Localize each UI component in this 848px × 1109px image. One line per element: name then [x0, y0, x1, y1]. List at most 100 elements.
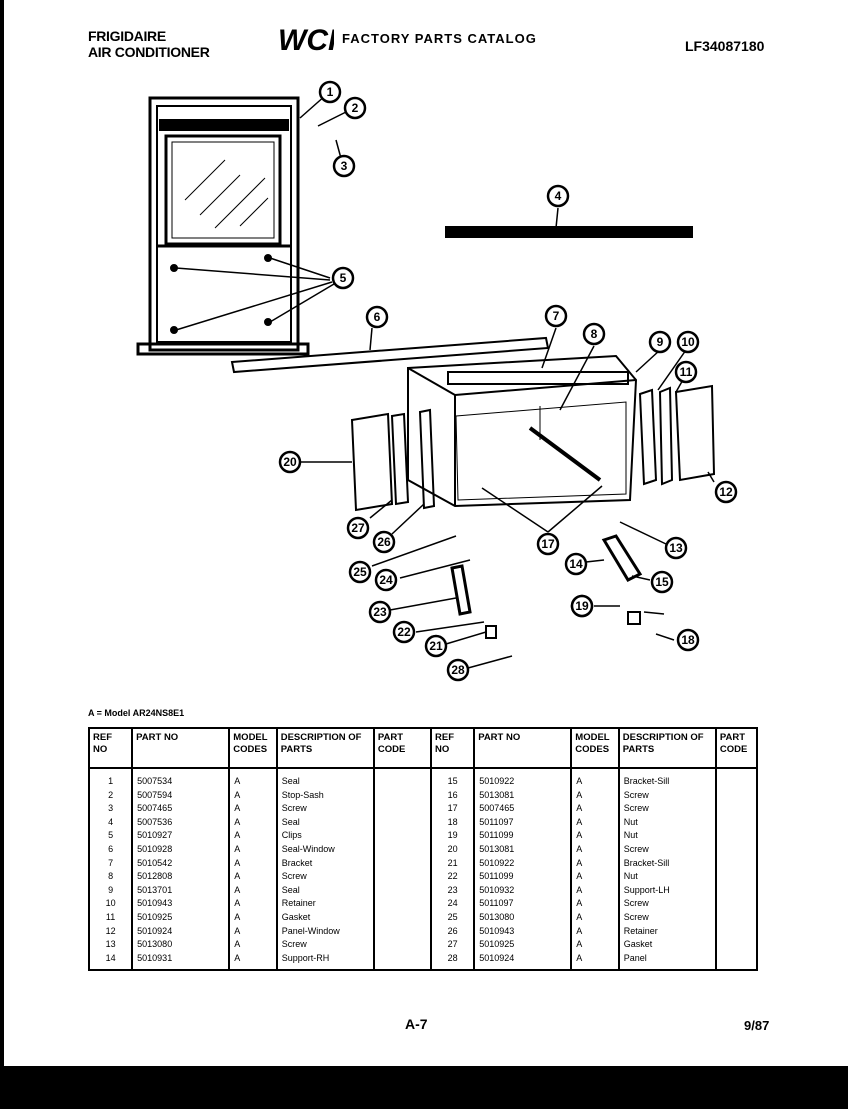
cell-ref: 17 [430, 802, 476, 816]
col-header-code: PART CODE [372, 727, 433, 769]
cell-part: 5007465 [473, 802, 573, 816]
cell-desc: Nut [617, 829, 717, 843]
cell-ref: 21 [430, 856, 476, 871]
cell-desc: Seal-Window [275, 842, 375, 857]
cell-desc: Retainer [275, 897, 375, 911]
svg-text:20: 20 [283, 455, 297, 469]
cell-model: A [228, 842, 278, 857]
callout-7: 7 [544, 304, 568, 328]
callout-2: 2 [343, 96, 367, 120]
cell-model: A [228, 768, 278, 789]
logo-text: WCI [278, 24, 334, 54]
cell-ref: 6 [87, 842, 134, 857]
product-type: AIR CONDITIONER [88, 44, 210, 60]
cell-model: A [570, 856, 620, 871]
cell-ref: 16 [430, 788, 476, 803]
cell-code [714, 768, 759, 789]
cell-model: A [570, 802, 620, 816]
svg-text:26: 26 [377, 535, 391, 549]
cell-model: A [228, 951, 278, 971]
cell-model: A [228, 815, 278, 830]
seal-bar-drawing [445, 226, 693, 238]
cell-ref: 20 [430, 842, 476, 857]
cell-code [714, 897, 759, 911]
cell-part: 5013080 [131, 938, 231, 952]
cell-part: 5010943 [473, 924, 573, 939]
cell-part: 5011097 [473, 815, 573, 830]
svg-text:28: 28 [451, 663, 465, 677]
cell-model: A [228, 856, 278, 871]
svg-text:25: 25 [353, 565, 367, 579]
window-seal-drawing [230, 336, 550, 374]
callout-26: 26 [372, 530, 396, 554]
cell-code [714, 870, 759, 884]
cell-ref: 18 [430, 815, 476, 830]
cell-code [372, 870, 433, 884]
cell-code [714, 924, 759, 939]
parts-table: REF NO PART NO MODEL CODES DESCRIPTION O… [87, 727, 759, 971]
support-rh-drawing [601, 534, 643, 582]
cell-ref: 27 [430, 938, 476, 952]
cell-code [714, 856, 759, 871]
cell-desc: Nut [617, 815, 717, 830]
cell-ref: 14 [87, 951, 134, 971]
right-panel-drawing [674, 384, 716, 482]
cell-part: 5010925 [473, 938, 573, 952]
cell-ref: 8 [87, 870, 134, 884]
cell-part: 5013081 [473, 842, 573, 857]
cell-desc: Screw [275, 802, 375, 816]
cell-code [372, 897, 433, 911]
cell-code [714, 951, 759, 971]
cell-ref: 12 [87, 924, 134, 939]
callout-9: 9 [648, 330, 672, 354]
svg-text:4: 4 [555, 189, 562, 203]
callout-8: 8 [582, 322, 606, 346]
cell-part: 5012808 [131, 870, 231, 884]
cell-desc: Screw [617, 910, 717, 925]
cell-desc: Support-RH [275, 951, 375, 971]
cell-model: A [228, 802, 278, 816]
cell-desc: Panel [617, 951, 717, 971]
cell-model: A [228, 938, 278, 952]
callout-3: 3 [332, 154, 356, 178]
svg-text:23: 23 [373, 605, 387, 619]
svg-text:15: 15 [655, 575, 669, 589]
svg-text:12: 12 [719, 485, 733, 499]
cell-model: A [570, 870, 620, 884]
svg-text:3: 3 [341, 159, 348, 173]
catalog-title: FACTORY PARTS CATALOG [342, 31, 537, 46]
cell-part: 5007534 [131, 768, 231, 789]
exploded-parts-diagram: 1234567891011121314151617181920212223242… [136, 80, 738, 682]
col-header-desc: DESCRIPTION OF PARTS [617, 727, 717, 769]
cell-ref: 9 [87, 883, 134, 898]
wci-logo: WCI [278, 24, 334, 54]
callout-23: 23 [368, 600, 392, 624]
svg-text:6: 6 [374, 310, 381, 324]
col-header-ref: REF NO [87, 727, 134, 769]
cell-code [372, 788, 433, 803]
cell-code [714, 802, 759, 816]
window-frame-drawing [136, 96, 310, 356]
cell-ref: 25 [430, 910, 476, 925]
cell-desc: Bracket-Sill [617, 856, 717, 871]
cell-model: A [570, 897, 620, 911]
callout-21: 21 [424, 634, 448, 658]
cell-model: A [228, 829, 278, 843]
col-header-part: PART NO [473, 727, 573, 769]
cell-part: 5010924 [473, 951, 573, 971]
cell-desc: Clips [275, 829, 375, 843]
cell-desc: Panel-Window [275, 924, 375, 939]
cell-part: 5007594 [131, 788, 231, 803]
cell-ref: 3 [87, 802, 134, 816]
cell-code [372, 802, 433, 816]
cell-ref: 15 [430, 768, 476, 789]
cell-desc: Support-LH [617, 883, 717, 898]
svg-text:27: 27 [351, 521, 365, 535]
cell-ref: 5 [87, 829, 134, 843]
cell-model: A [228, 883, 278, 898]
